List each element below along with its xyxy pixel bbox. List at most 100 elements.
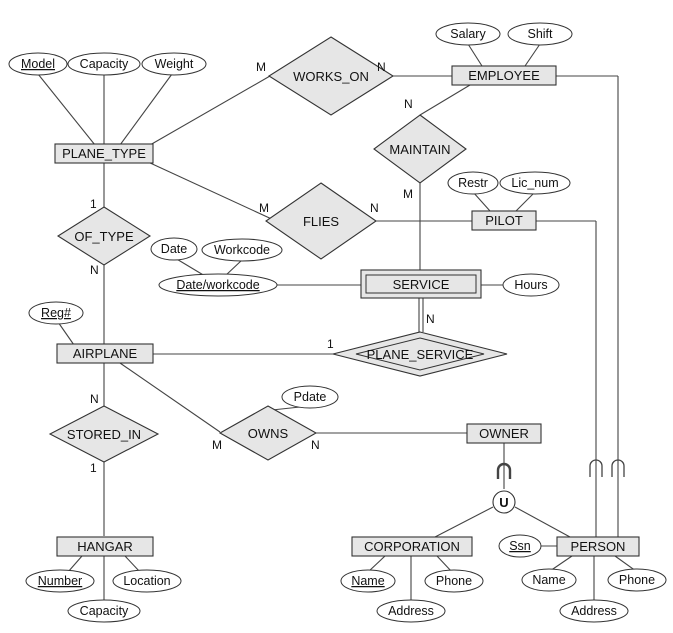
rel-stored-in: STORED_IN xyxy=(48,405,160,463)
entity-owner: OWNER xyxy=(466,423,542,444)
union-circle xyxy=(492,490,516,514)
entity-employee: EMPLOYEE xyxy=(451,65,557,86)
svg-text:Phone: Phone xyxy=(619,573,655,587)
svg-text:Shift: Shift xyxy=(527,27,553,41)
svg-text:Lic_num: Lic_num xyxy=(511,176,558,190)
attr-restr: Restr xyxy=(447,171,499,195)
attr-person-name: Name xyxy=(521,568,577,592)
card-works-on-plane-type: M xyxy=(256,60,266,74)
attr-date-workcode: Date/workcode xyxy=(158,273,278,297)
svg-text:Pdate: Pdate xyxy=(294,390,327,404)
svg-text:STORED_IN: STORED_IN xyxy=(67,427,141,442)
svg-text:Salary: Salary xyxy=(450,27,486,41)
attr-reg: Reg# xyxy=(28,301,84,325)
attr-pdate: Pdate xyxy=(281,385,339,409)
connector-lines xyxy=(37,43,637,601)
attr-hours: Hours xyxy=(502,273,560,297)
card-of-type-airplane: N xyxy=(90,263,99,277)
svg-text:Address: Address xyxy=(388,604,434,618)
svg-text:Restr: Restr xyxy=(458,176,488,190)
svg-text:Model: Model xyxy=(21,57,55,71)
attr-corp-name: Name xyxy=(340,569,396,593)
rel-owns: OWNS xyxy=(218,405,318,461)
entity-plane-type: PLANE_TYPE xyxy=(54,143,154,164)
attr-person-address: Address xyxy=(559,599,629,623)
attributes: Model Capacity Weight Salary Shift Restr… xyxy=(8,22,667,623)
svg-text:AIRPLANE: AIRPLANE xyxy=(73,346,138,361)
entity-person: PERSON xyxy=(556,536,640,557)
svg-text:SERVICE: SERVICE xyxy=(393,277,450,292)
card-owns-owner: N xyxy=(311,438,320,452)
svg-text:Workcode: Workcode xyxy=(214,243,270,257)
rel-plane-service: PLANE_SERVICE xyxy=(332,331,508,377)
rel-maintain: MAINTAIN xyxy=(373,114,467,184)
rel-works-on: WORKS_ON xyxy=(267,36,395,116)
svg-text:WORKS_ON: WORKS_ON xyxy=(293,69,369,84)
card-flies-plane-type: M xyxy=(259,201,269,215)
attr-workcode: Workcode xyxy=(201,238,283,262)
card-stored-in-airplane: N xyxy=(90,392,99,406)
attr-corp-phone: Phone xyxy=(424,569,484,593)
entity-corporation: CORPORATION xyxy=(351,536,473,557)
attr-weight: Weight xyxy=(141,52,207,76)
attr-capacity-hangar: Capacity xyxy=(67,599,141,623)
svg-text:OF_TYPE: OF_TYPE xyxy=(74,229,134,244)
relationships: WORKS_ON MAINTAIN FLIES OF_TYPE PLANE_SE… xyxy=(48,36,508,463)
attr-capacity-plane-type: Capacity xyxy=(67,52,141,76)
rel-flies: FLIES xyxy=(265,182,377,260)
card-of-type-plane-type: 1 xyxy=(90,197,97,211)
card-maintain-employee: N xyxy=(404,97,413,111)
svg-text:FLIES: FLIES xyxy=(303,214,339,229)
svg-text:OWNER: OWNER xyxy=(479,426,529,441)
attr-ssn: Ssn xyxy=(498,534,542,558)
cardinality-labels: M N N M M N 1 N 1 N N 1 M N xyxy=(90,60,435,475)
card-stored-in-hangar: 1 xyxy=(90,461,97,475)
attr-number: Number xyxy=(25,569,95,593)
union-node: U xyxy=(492,490,516,514)
employee-subset-symbol xyxy=(611,459,625,477)
rel-of-type: OF_TYPE xyxy=(56,206,152,266)
card-works-on-employee: N xyxy=(377,60,386,74)
svg-text:Date: Date xyxy=(161,242,187,256)
svg-text:OWNS: OWNS xyxy=(248,426,289,441)
attr-corp-address: Address xyxy=(376,599,446,623)
subset-symbols xyxy=(496,459,625,479)
svg-text:Capacity: Capacity xyxy=(80,604,129,618)
entity-hangar: HANGAR xyxy=(56,536,154,557)
svg-text:Weight: Weight xyxy=(155,57,194,71)
svg-text:Capacity: Capacity xyxy=(80,57,129,71)
attr-shift: Shift xyxy=(507,22,573,46)
svg-text:Name: Name xyxy=(532,573,565,587)
svg-text:Reg#: Reg# xyxy=(41,306,71,320)
attr-location: Location xyxy=(112,569,182,593)
card-plane-service-service: N xyxy=(426,312,435,326)
card-maintain-service: M xyxy=(403,187,413,201)
svg-text:MAINTAIN: MAINTAIN xyxy=(389,142,450,157)
card-owns-airplane: M xyxy=(212,438,222,452)
svg-text:PERSON: PERSON xyxy=(571,539,626,554)
svg-text:Address: Address xyxy=(571,604,617,618)
entities: PLANE_TYPE EMPLOYEE PILOT SERVICE AIRPLA… xyxy=(54,65,640,557)
entity-pilot: PILOT xyxy=(471,210,537,231)
attr-lic-num: Lic_num xyxy=(499,171,571,195)
card-plane-service-airplane: 1 xyxy=(327,337,334,351)
union-subset-symbol xyxy=(496,462,512,479)
svg-text:PILOT: PILOT xyxy=(485,213,523,228)
svg-text:Date/workcode: Date/workcode xyxy=(176,278,259,292)
attr-salary: Salary xyxy=(435,22,501,46)
card-flies-pilot: N xyxy=(370,201,379,215)
union-label: U xyxy=(499,495,508,510)
svg-text:Phone: Phone xyxy=(436,574,472,588)
attr-model: Model xyxy=(8,52,68,76)
attr-date: Date xyxy=(150,237,198,261)
entity-service: SERVICE xyxy=(360,269,482,299)
svg-text:Name: Name xyxy=(351,574,384,588)
svg-text:HANGAR: HANGAR xyxy=(77,539,133,554)
attr-person-phone: Phone xyxy=(607,568,667,592)
svg-text:PLANE_SERVICE: PLANE_SERVICE xyxy=(367,347,474,362)
svg-text:EMPLOYEE: EMPLOYEE xyxy=(468,68,540,83)
svg-text:Location: Location xyxy=(123,574,170,588)
pilot-subset-symbol xyxy=(589,459,603,477)
svg-text:PLANE_TYPE: PLANE_TYPE xyxy=(62,146,146,161)
